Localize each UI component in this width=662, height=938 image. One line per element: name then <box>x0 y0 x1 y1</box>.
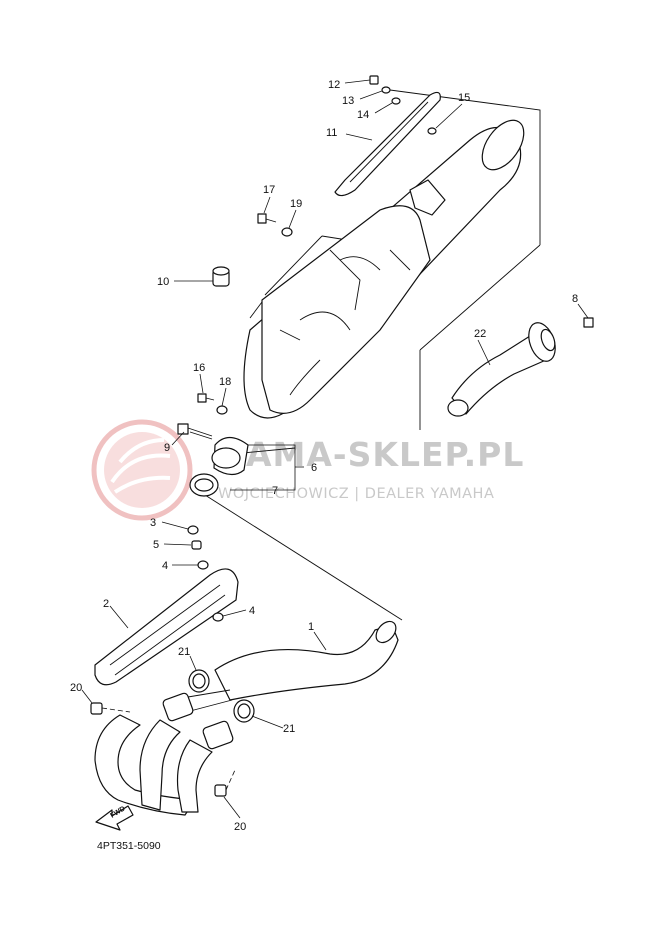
part-17-bolt <box>257 213 277 224</box>
muffler <box>211 119 525 476</box>
part-9-bolt <box>177 423 213 440</box>
callout-1: 1 <box>308 621 314 633</box>
watermark-subtitle: WOJCIECHOWICZ | DEALER YAMAHA <box>218 486 494 502</box>
part-22-pipe <box>447 322 556 417</box>
part-16-bolt <box>197 393 215 403</box>
part-21-gaskets <box>188 669 255 723</box>
callout-22: 22 <box>474 328 486 340</box>
hardware-12-15 <box>369 75 437 135</box>
callout-16: 16 <box>193 362 205 374</box>
watermark: AMA-SKLEP.PL WOJCIECHOWICZ | DEALER YAMA… <box>91 419 524 521</box>
part-19-washer <box>281 227 293 237</box>
callout-11: 11 <box>326 127 337 139</box>
callout-14: 14 <box>357 109 369 121</box>
part-2-protector <box>94 568 239 686</box>
watermark-title: AMA-SKLEP.PL <box>246 435 524 474</box>
part-7-gasket <box>189 473 219 497</box>
callout-4b: 4 <box>249 605 255 617</box>
part-18-washer <box>216 405 228 415</box>
callout-5: 5 <box>153 539 159 551</box>
watermark-logo-icon <box>91 419 193 521</box>
callout-6: 6 <box>311 462 317 474</box>
callout-8: 8 <box>572 293 578 305</box>
callout-17: 17 <box>263 184 275 196</box>
callout-12: 12 <box>328 79 340 91</box>
callout-2: 2 <box>103 598 109 610</box>
callout-13: 13 <box>342 95 354 107</box>
callout-10: 10 <box>157 276 169 288</box>
leader-lines <box>81 79 589 819</box>
part-11-protector <box>334 91 441 197</box>
callout-21a: 21 <box>178 646 190 658</box>
callout-9: 9 <box>164 442 170 454</box>
callout-3: 3 <box>150 517 156 529</box>
diagram-code: 4PT351-5090 <box>97 840 161 852</box>
callout-20b: 20 <box>234 821 246 833</box>
callout-19: 19 <box>290 198 302 210</box>
callout-7: 7 <box>272 485 278 497</box>
callout-20a: 20 <box>70 682 82 694</box>
part-8-bolt <box>583 317 594 328</box>
part-1-header-pipe <box>94 620 399 816</box>
part-20-nuts <box>90 702 236 797</box>
fwd-arrow-icon: FWD <box>95 805 134 831</box>
part-10-damper <box>212 266 230 287</box>
callout-15: 15 <box>458 92 470 104</box>
callouts: 12 13 14 15 11 17 19 10 8 22 16 18 9 6 7… <box>70 79 578 833</box>
callout-21b: 21 <box>283 723 295 735</box>
callout-4a: 4 <box>162 560 168 572</box>
callout-18: 18 <box>219 376 231 388</box>
